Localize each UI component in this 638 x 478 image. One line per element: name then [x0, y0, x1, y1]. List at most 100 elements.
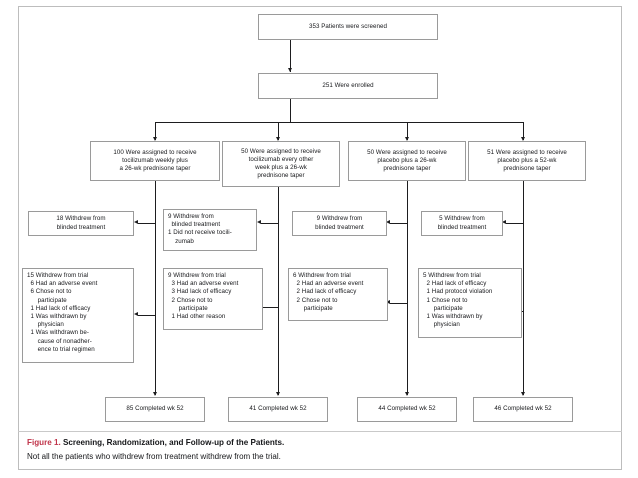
arrowhead-withdrew-treatment-2	[257, 220, 261, 225]
wt-4-line-1: blinded treatment	[437, 223, 487, 231]
node-completed-placebo-52wk: 46 Completed wk 52	[473, 397, 573, 422]
node-screened-line-0: 353 Patients were screened	[308, 22, 387, 30]
wtr-4-line-1: 2 Had lack of efficacy	[423, 280, 487, 288]
wtr-3-line-4: participate	[293, 304, 333, 312]
node-withdrew-trial-tocilizumab-weekly: 15 Withdrew from trial 6 Had an adverse …	[22, 268, 134, 363]
wtr-2-line-2: 3 Had lack of efficacy	[168, 288, 232, 296]
arm-1-line-0: 100 Were assigned to receive	[113, 148, 197, 156]
node-arm-tocilizumab-every-other-week: 50 Were assigned to receive tocilizumab …	[222, 141, 340, 187]
completed-3-line-0: 44 Completed wk 52	[378, 405, 436, 413]
node-arm-tocilizumab-weekly: 100 Were assigned to receive tocilizumab…	[90, 141, 220, 181]
completed-1-line-0: 85 Completed wk 52	[126, 405, 184, 413]
arm-3-line-0: 50 Were assigned to receive	[367, 148, 447, 156]
branch-arm-3-to-withdrew-trial	[390, 303, 407, 304]
arrowhead-completed-2	[275, 392, 280, 396]
arrowhead-arm-1	[152, 137, 157, 141]
branch-arm-3-to-withdrew-treatment	[390, 223, 407, 224]
arrowhead-withdrew-treatment-1	[134, 220, 138, 225]
connector-enrolled-down	[290, 99, 291, 122]
wtr-4-line-5: 1 Was withdrawn by	[423, 313, 483, 321]
wt-2-line-3: zumab	[168, 237, 194, 245]
arm-3-line-1: placebo plus a 26-wk	[377, 156, 437, 164]
wtr-1-line-9: ence to trial regimen	[27, 345, 95, 353]
connector-drop-arm-3	[407, 122, 408, 140]
node-completed-tocilizumab-weekly: 85 Completed wk 52	[105, 397, 205, 422]
wt-4-line-0: 5 Withdrew from	[439, 215, 485, 223]
arm-3-line-2: prednisone taper	[383, 165, 431, 173]
arrowhead-completed-3	[404, 392, 409, 396]
wt-2-line-1: blinded treatment	[168, 221, 221, 229]
figure-caption: Figure 1. Screening, Randomization, and …	[27, 437, 615, 462]
branch-arm-1-to-withdrew-treatment	[138, 223, 155, 224]
arm-1-line-2: a 26-wk prednisone taper	[119, 165, 191, 173]
wt-2-line-2: 1 Did not receive tocili-	[168, 229, 232, 237]
arrowhead-arm-4	[520, 137, 525, 141]
arm-2-line-3: prednisone taper	[257, 172, 305, 180]
wtr-4-line-0: 5 Withdrew from trial	[423, 272, 481, 279]
node-completed-placebo-26wk: 44 Completed wk 52	[357, 397, 457, 422]
connector-drop-arm-2	[278, 122, 279, 140]
node-screened: 353 Patients were screened	[258, 14, 438, 40]
node-withdrew-treatment-tocilizumab-every-other-week: 9 Withdrew from blinded treatment 1 Did …	[163, 209, 257, 251]
wtr-1-line-1: 6 Had an adverse event	[27, 280, 98, 288]
node-withdrew-trial-placebo-52wk: 5 Withdrew from trial 2 Had lack of effi…	[418, 268, 522, 338]
branch-arm-2-to-withdrew-trial	[261, 307, 278, 308]
wt-2-line-0: 9 Withdrew from	[168, 213, 214, 220]
arm-2-line-1: tocilizumab every other	[248, 155, 314, 163]
caption-divider	[18, 431, 622, 432]
arrowhead-enrolled	[287, 68, 292, 72]
node-arm-placebo-52wk: 51 Were assigned to receive placebo plus…	[468, 141, 586, 181]
arrowhead-withdrew-trial-1	[134, 312, 138, 317]
caption-title-text: Screening, Randomization, and Follow-up …	[62, 438, 285, 447]
spine-arm-2	[278, 187, 279, 395]
node-withdrew-trial-placebo-26wk: 6 Withdrew from trial 2 Had an adverse e…	[288, 268, 388, 321]
caption-figure-number: Figure 1.	[27, 438, 61, 447]
arm-4-line-2: prednisone taper	[503, 165, 551, 173]
connector-drop-arm-4	[523, 122, 524, 140]
connector-randomization-bus	[155, 122, 523, 123]
caption-title-line: Figure 1. Screening, Randomization, and …	[27, 437, 615, 448]
connector-drop-arm-1	[155, 122, 156, 140]
connector-screened-to-enrolled	[290, 40, 291, 72]
arm-4-line-1: placebo plus a 52-wk	[497, 156, 557, 164]
arrowhead-arm-3	[404, 137, 409, 141]
spine-arm-3	[407, 181, 408, 395]
wtr-3-line-3: 2 Chose not to	[293, 296, 338, 304]
wtr-2-line-0: 9 Withdrew from trial	[168, 272, 226, 279]
branch-arm-1-to-withdrew-trial	[138, 315, 155, 316]
caption-body-text: Not all the patients who withdrew from t…	[27, 452, 281, 461]
branch-arm-4-to-withdrew-treatment	[506, 223, 523, 224]
wtr-2-line-5: 1 Had other reason	[168, 313, 226, 321]
node-enrolled: 251 Were enrolled	[258, 73, 438, 99]
wtr-1-line-3: participate	[27, 296, 67, 304]
node-withdrew-treatment-tocilizumab-weekly: 18 Withdrew from blinded treatment	[28, 211, 134, 236]
wt-1-line-0: 18 Withdrew from	[56, 215, 106, 223]
node-enrolled-line-0: 251 Were enrolled	[322, 81, 374, 89]
arm-1-line-1: tocilizumab weekly plus	[122, 156, 188, 164]
arm-2-line-2: week plus a 26-wk	[255, 164, 307, 171]
node-completed-tocilizumab-every-other-week: 41 Completed wk 52	[228, 397, 328, 422]
arrowhead-withdrew-treatment-4	[502, 220, 506, 225]
wtr-1-line-8: cause of nonadher-	[27, 337, 92, 345]
wtr-4-line-2: 1 Had protocol violation	[423, 288, 493, 296]
wtr-1-line-2: 6 Chose not to	[27, 288, 72, 296]
arrowhead-completed-1	[152, 392, 157, 396]
wtr-1-line-0: 15 Withdrew from trial	[27, 272, 89, 279]
wt-1-line-1: blinded treatment	[56, 223, 106, 231]
wtr-2-line-3: 2 Chose not to	[168, 296, 213, 304]
wtr-4-line-6: physician	[423, 321, 460, 329]
arrowhead-arm-2	[275, 137, 280, 141]
spine-arm-1	[155, 181, 156, 395]
wtr-1-line-6: physician	[27, 321, 64, 329]
node-withdrew-treatment-placebo-52wk: 5 Withdrew from blinded treatment	[421, 211, 503, 236]
wt-3-line-0: 9 Withdrew from	[316, 215, 363, 223]
wtr-3-line-1: 2 Had an adverse event	[293, 280, 364, 288]
completed-4-line-0: 46 Completed wk 52	[494, 405, 552, 413]
node-withdrew-trial-tocilizumab-every-other-week: 9 Withdrew from trial 3 Had an adverse e…	[163, 268, 263, 330]
wtr-2-line-4: participate	[168, 304, 208, 312]
wtr-1-line-5: 1 Was withdrawn by	[27, 313, 87, 321]
wtr-4-line-3: 1 Chose not to	[423, 296, 468, 304]
wtr-1-line-7: 1 Was withdrawn be-	[27, 329, 90, 337]
arrowhead-withdrew-trial-3	[386, 300, 390, 305]
